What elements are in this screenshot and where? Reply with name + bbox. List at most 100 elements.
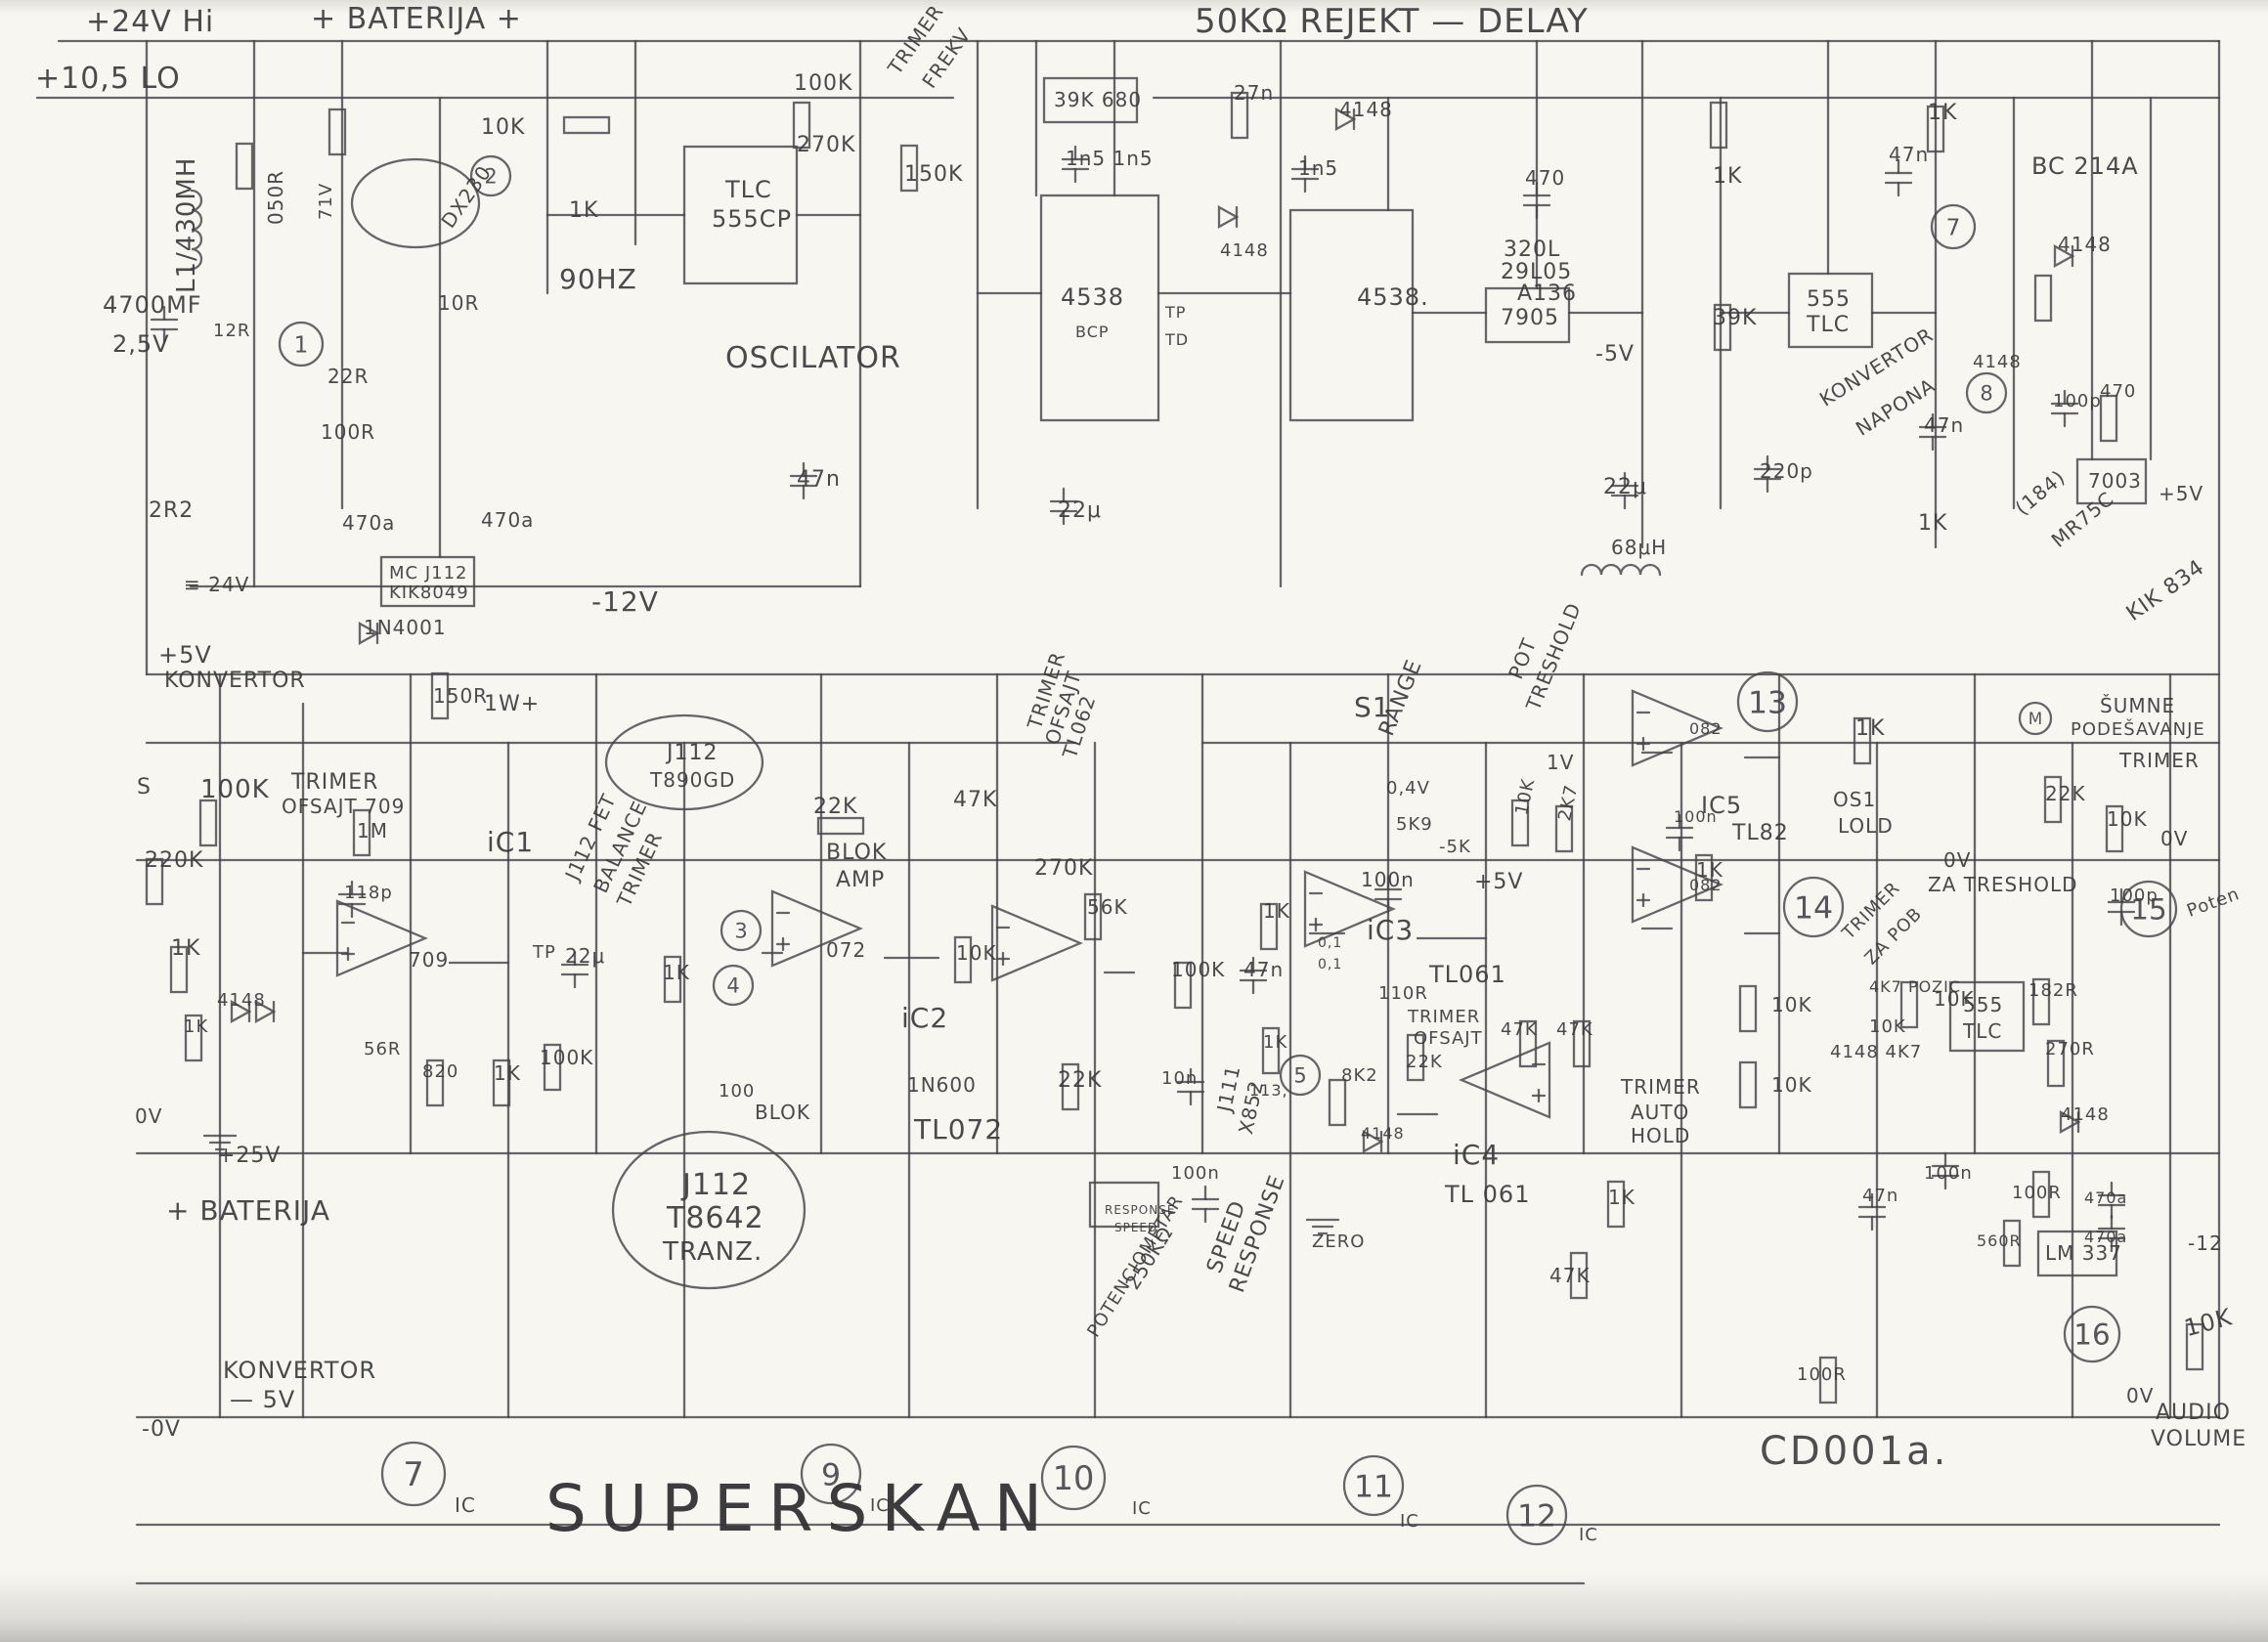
schematic-label: 470 bbox=[1525, 166, 1566, 190]
schematic-label: iC2 bbox=[901, 1002, 949, 1034]
diode bbox=[358, 622, 380, 645]
schematic-label: 47K bbox=[1501, 1019, 1538, 1040]
circled-number-text: 2 bbox=[484, 165, 497, 189]
schematic-label: 47n bbox=[1862, 1186, 1899, 1206]
hand-drawn-ellipse bbox=[350, 157, 481, 249]
schematic-label: 100K bbox=[794, 71, 853, 96]
schematic-label: 1K bbox=[1928, 101, 1958, 125]
schematic-label: 113, bbox=[1249, 1081, 1288, 1100]
schematic-label: 90HZ bbox=[559, 263, 637, 295]
schematic-label: 47K bbox=[953, 788, 998, 812]
opamp bbox=[335, 899, 428, 977]
schematic-label: 22K bbox=[2045, 782, 2086, 805]
schematic-label: 47n bbox=[1924, 413, 1965, 437]
schematic-label: 27n bbox=[1234, 81, 1275, 105]
schematic-label: MR75C bbox=[2046, 486, 2119, 552]
schematic-label: 560R bbox=[1977, 1232, 2022, 1250]
schematic-label: 100p bbox=[2053, 391, 2102, 411]
schematic-label: 47n bbox=[1889, 143, 1930, 166]
schematic-label: TLC bbox=[1807, 313, 1851, 337]
opamp bbox=[770, 889, 863, 968]
schematic-label: LOLD bbox=[1838, 814, 1894, 838]
schematic-label: IC bbox=[870, 1495, 890, 1516]
schematic-label: MC J112 bbox=[389, 563, 468, 583]
circled-number-text: 10 bbox=[1053, 1459, 1095, 1497]
schematic-label: 22μ bbox=[1058, 498, 1102, 523]
resistor bbox=[562, 115, 611, 135]
schematic-label: 100R bbox=[2012, 1183, 2062, 1203]
schematic-label: OS1 bbox=[1833, 788, 1877, 811]
schematic-label: TRIMER bbox=[1621, 1075, 1701, 1099]
schematic-label: -5K bbox=[1439, 837, 1471, 857]
schematic-label: 220K bbox=[145, 848, 204, 873]
schematic-label: 050R bbox=[264, 169, 287, 225]
schematic-label: — 5V bbox=[230, 1386, 296, 1413]
schematic-label: 47K bbox=[1549, 1264, 1591, 1287]
circled-number bbox=[1736, 670, 1799, 733]
schematic-label: SPEED bbox=[1114, 1221, 1158, 1234]
schematic-label: AUDIO bbox=[2156, 1401, 2231, 1425]
diode bbox=[230, 1000, 252, 1023]
schematic-label: 2,5V bbox=[112, 330, 170, 358]
schematic-label: 072 bbox=[826, 938, 867, 962]
schematic-label: 820 bbox=[422, 1061, 459, 1082]
schematic-label: 56K bbox=[1087, 895, 1128, 919]
schematic-label: T890GD bbox=[650, 768, 736, 792]
resistor bbox=[2099, 394, 2118, 443]
schematic-label: KIK 834 bbox=[2121, 554, 2210, 627]
schematic-label: KIK8049 bbox=[389, 583, 469, 603]
schematic-label: 1K bbox=[1608, 1186, 1636, 1209]
resistor bbox=[1853, 716, 1872, 765]
schematic-label: 10K bbox=[1934, 987, 1975, 1011]
schematic-label: 10K bbox=[956, 941, 997, 965]
schematic-label: 100R bbox=[1797, 1364, 1847, 1385]
schematic-label: 1N600 bbox=[907, 1073, 977, 1097]
resistor bbox=[792, 101, 811, 150]
resistor bbox=[169, 945, 189, 994]
resistor bbox=[327, 108, 347, 156]
ic-box bbox=[379, 555, 476, 608]
schematic-label: BCP bbox=[1075, 323, 1110, 341]
diode bbox=[2053, 244, 2075, 268]
schematic-label: 709 bbox=[409, 948, 450, 972]
schematic-label: OFSAJT bbox=[1414, 1028, 1483, 1049]
schematic-label: 10R bbox=[438, 291, 480, 315]
circled-number bbox=[720, 909, 763, 952]
circled-number bbox=[1965, 371, 2008, 414]
circled-number-text: 7 bbox=[403, 1455, 423, 1493]
resistor bbox=[1926, 105, 1945, 153]
resistor bbox=[1083, 892, 1103, 941]
circled-number-text: 4 bbox=[726, 974, 739, 998]
resistor bbox=[2105, 804, 2124, 853]
schematic-label: 100n bbox=[1171, 1163, 1220, 1184]
circled-number bbox=[712, 964, 755, 1007]
resistor bbox=[1899, 980, 1919, 1029]
schematic-label: 082 bbox=[1689, 719, 1723, 738]
resistor bbox=[430, 671, 450, 720]
schematic-label: A136 bbox=[1517, 281, 1578, 306]
schematic-label: 150R bbox=[433, 684, 489, 708]
resistor bbox=[2031, 977, 2051, 1026]
schematic-label: Poten bbox=[2184, 884, 2243, 922]
schematic-label: 110R bbox=[1378, 983, 1428, 1004]
inductor bbox=[1580, 563, 1662, 577]
schematic-label: OFSAJT 709 bbox=[282, 795, 406, 818]
schematic-label: RESPONSE bbox=[1105, 1203, 1176, 1217]
schematic-label: 1K bbox=[1713, 164, 1743, 189]
schematic-label: +5V bbox=[2159, 482, 2204, 505]
schematic-label: 4148 bbox=[1973, 352, 2022, 372]
schematic-label: PODEŠAVANJE bbox=[2071, 719, 2205, 740]
circled-number-text: 8 bbox=[1980, 382, 1992, 406]
circled-number-text: 13 bbox=[1748, 685, 1787, 720]
schematic-label: 4K7 POZIC bbox=[1869, 977, 1962, 996]
schematic-label: TD bbox=[1165, 330, 1190, 349]
page-title: SUPERSKAN bbox=[545, 1471, 1057, 1546]
schematic-label: 0V bbox=[2126, 1384, 2155, 1407]
resistor bbox=[1518, 1019, 1538, 1068]
ic-box bbox=[1039, 194, 1160, 422]
circled-number-text: M bbox=[2028, 709, 2042, 728]
schematic-label: 220p bbox=[1760, 459, 1813, 483]
schematic-label: 12R bbox=[213, 321, 251, 341]
resistor bbox=[1173, 961, 1193, 1010]
